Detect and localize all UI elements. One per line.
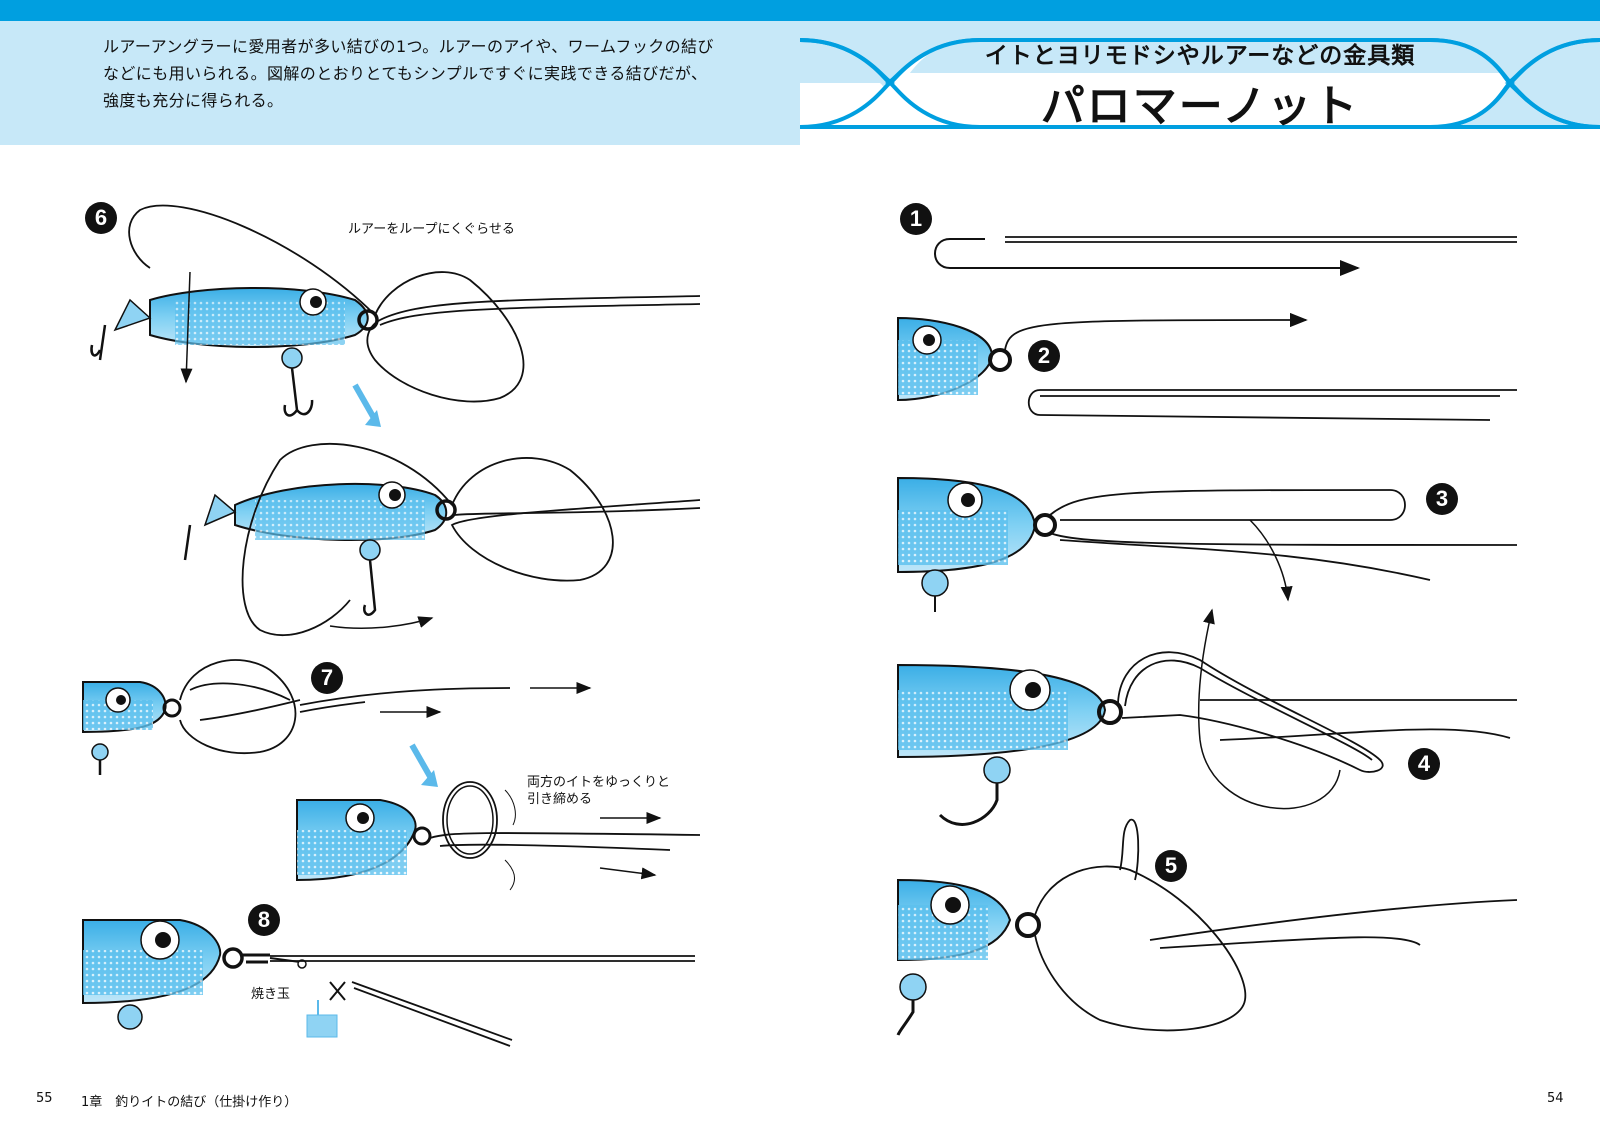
step6-figure-a <box>90 204 701 417</box>
page-number-left: 55 <box>36 1091 53 1106</box>
caption-pull-2: 引き締める <box>527 792 593 807</box>
step-number-2: 2 <box>1028 340 1060 372</box>
page-title: パロマーノット <box>1040 81 1360 132</box>
down-arrow-7-head <box>421 770 438 787</box>
step5-figure <box>896 819 1518 1036</box>
intro-band <box>0 21 800 145</box>
caption-loop: ルアーをループにくぐらせる <box>348 222 515 237</box>
step-number-8: 8 <box>248 904 280 936</box>
step7b-figure <box>296 781 701 891</box>
intro-text: ルアーアングラーに愛用者が多い結びの1つ。ルアーのアイや、ワームフックの結びなど… <box>103 37 714 110</box>
caption-pull-1: 両方のイトをゆっくりと <box>527 775 671 790</box>
step-number-4: 4 <box>1408 748 1440 780</box>
step-number-1: 1 <box>900 203 932 235</box>
page-number-right: 54 <box>1547 1091 1564 1106</box>
down-arrow-6-head <box>365 410 381 427</box>
chapter-label: 1章 釣りイトの結び（仕掛け作り） <box>81 1095 298 1110</box>
step-number-3: 3 <box>1426 483 1458 515</box>
title-frame <box>800 38 1600 145</box>
caption-yakidama: 焼き玉 <box>251 987 291 1002</box>
title-subtitle: イトとヨリモドシやルアーなどの金具類 <box>984 43 1416 69</box>
step-number-7: 7 <box>311 662 343 694</box>
step4-figure <box>897 608 1517 826</box>
top-accent-bar <box>0 0 1600 21</box>
step-number-6: 6 <box>85 202 117 234</box>
step2-figure <box>897 312 1517 421</box>
title-band <box>800 21 1600 145</box>
down-arrow-7 <box>409 743 435 782</box>
step8-figure <box>82 919 695 1047</box>
step1-figure <box>934 236 1517 276</box>
down-arrow-6 <box>352 383 378 422</box>
step7-figure <box>82 659 592 775</box>
step3-figure <box>897 476 1518 612</box>
step-number-5: 5 <box>1155 850 1187 882</box>
step6-figure-b <box>183 442 701 636</box>
